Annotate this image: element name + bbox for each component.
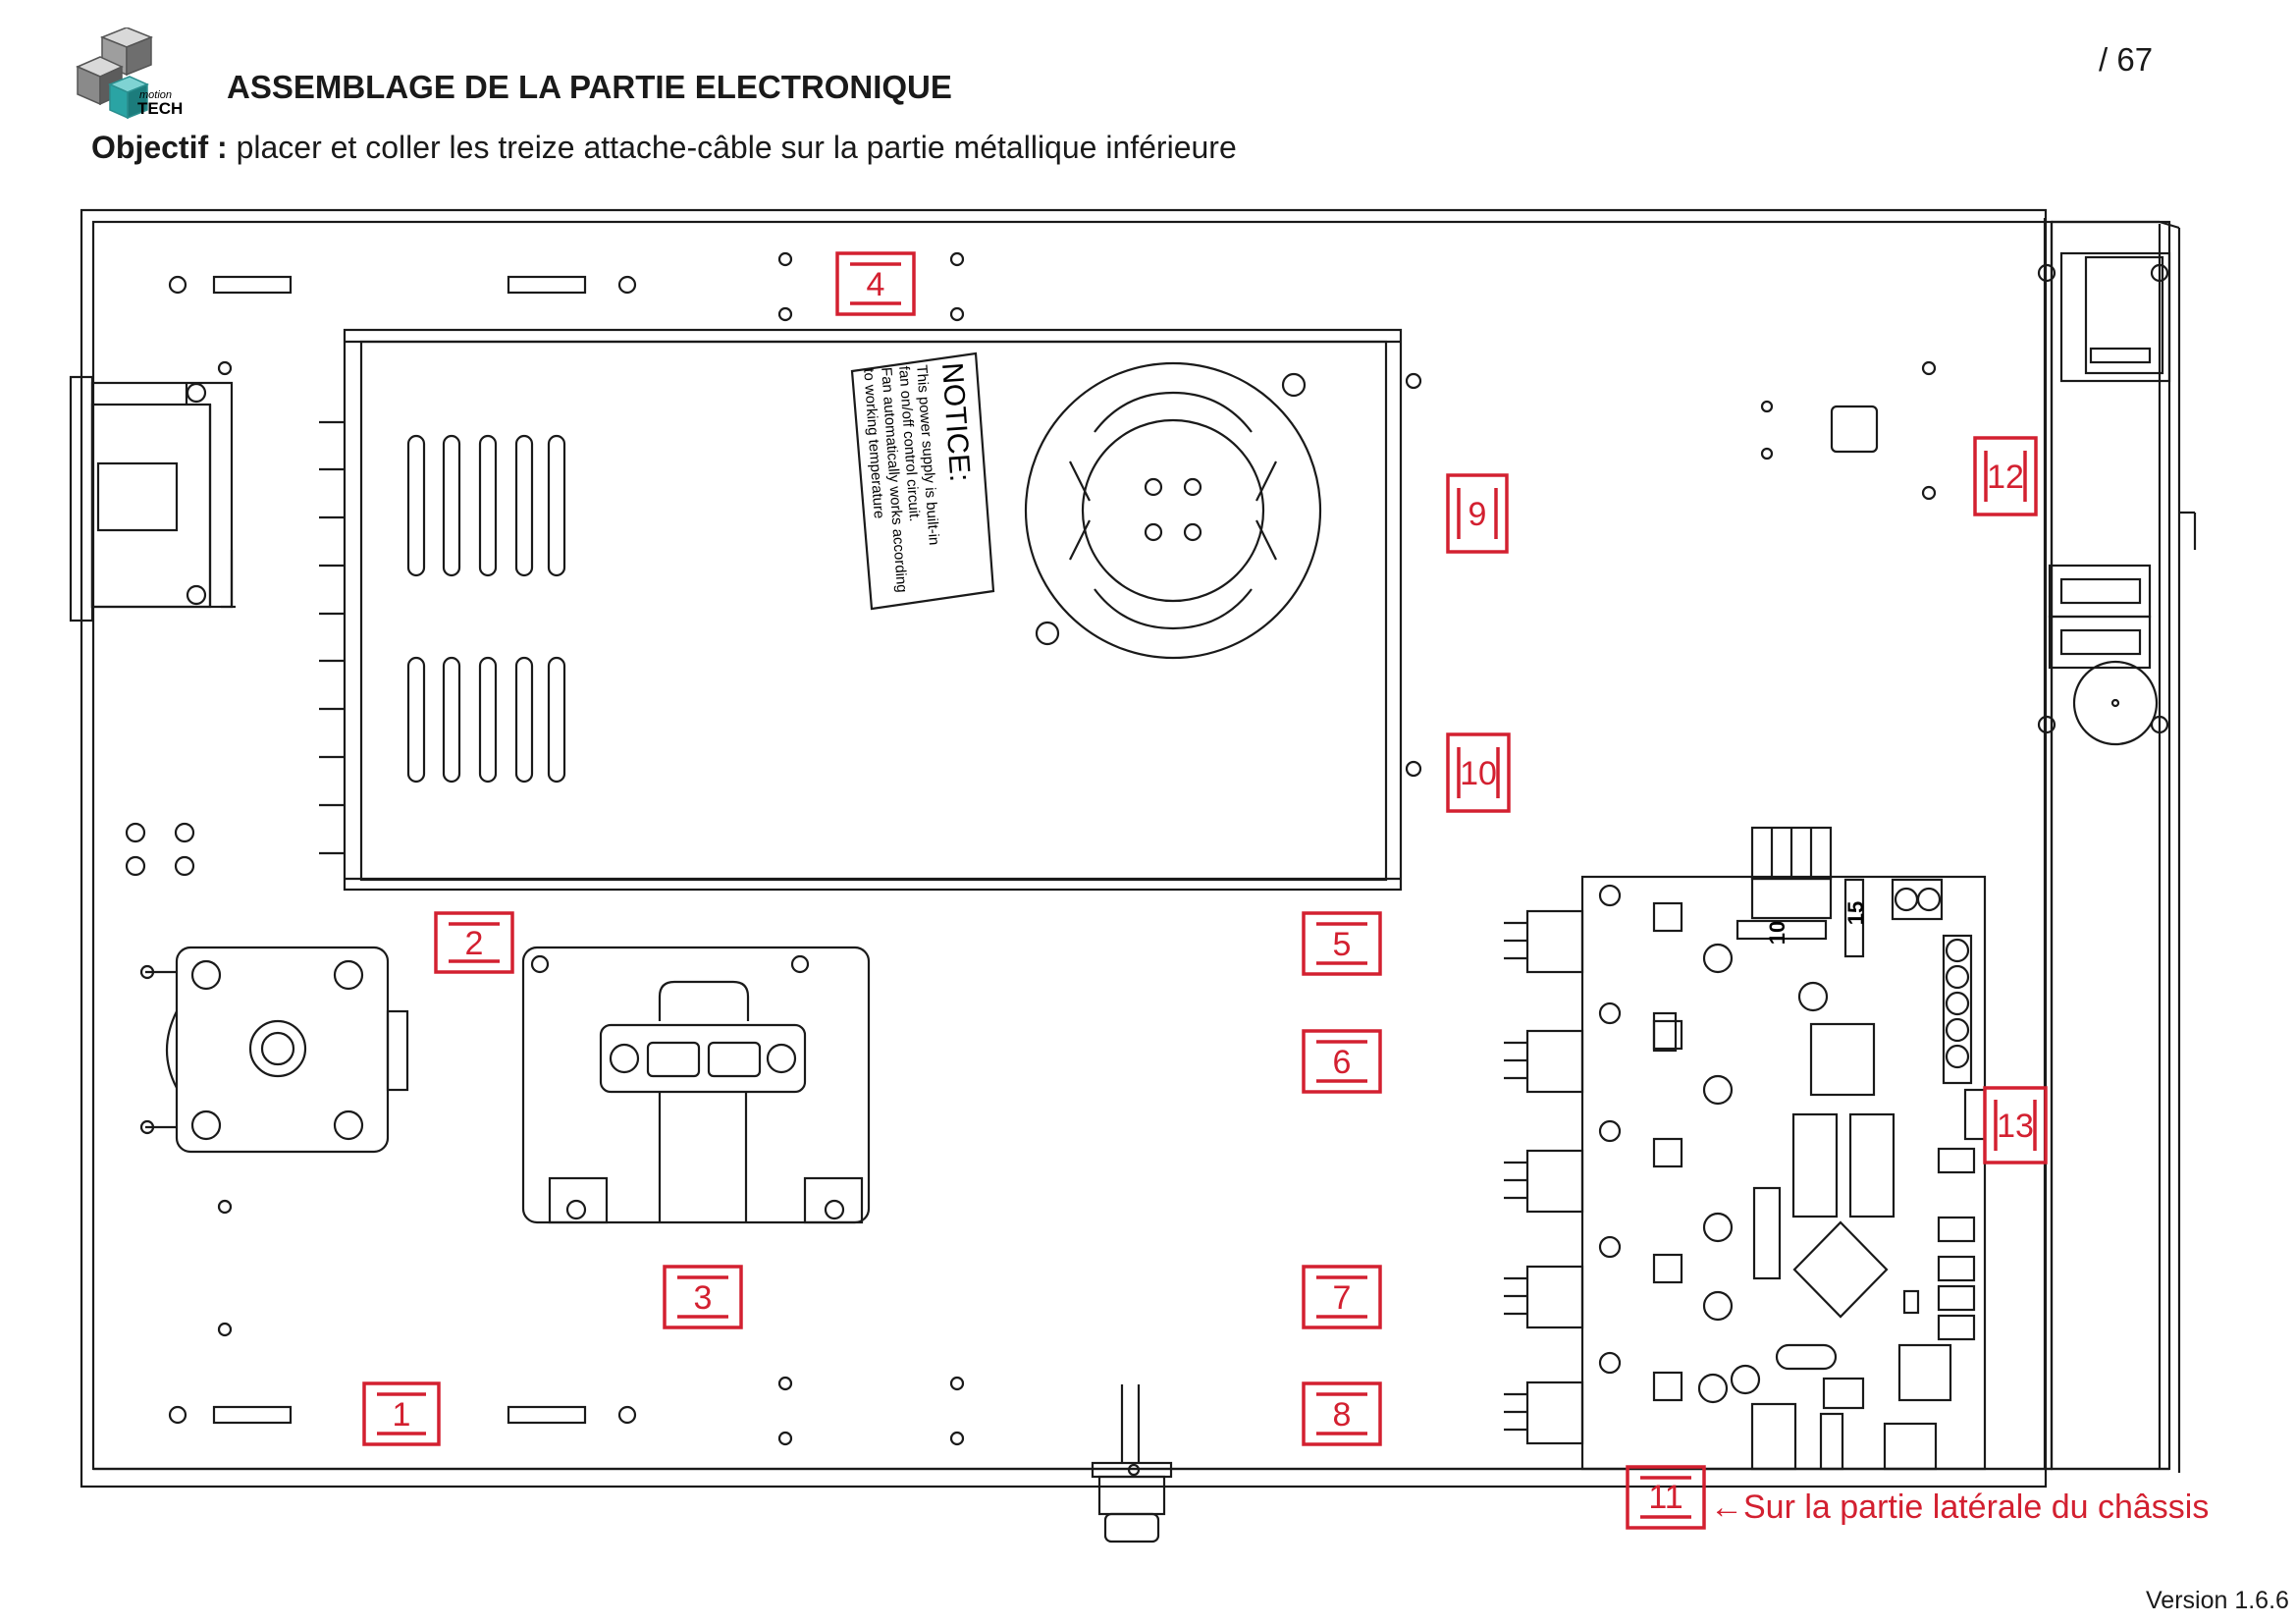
page-number: / 67	[2099, 41, 2154, 78]
slot	[212, 275, 293, 295]
objective-label: Objectif :	[91, 130, 228, 165]
document-title: ASSEMBLAGE DE LA PARTIE ELECTRONIQUE	[227, 69, 952, 105]
base-plate	[80, 208, 2048, 1489]
side-panel-components	[2037, 251, 2197, 746]
psu-notice-title: NOTICE:	[935, 361, 976, 483]
marker-box	[362, 1381, 441, 1446]
svg-text:motion: motion	[139, 89, 172, 101]
marker-7: 7	[1333, 1279, 1352, 1317]
power-supply-unit	[319, 328, 1403, 892]
controller-board	[1504, 826, 1987, 1471]
stepper-motor	[139, 946, 409, 1154]
fuse-15-label: 15	[1843, 901, 1868, 925]
fan	[1024, 361, 1322, 660]
bottom-fitting	[1091, 1384, 1173, 1543]
power-inlet	[69, 375, 236, 623]
svg-text:TECH: TECH	[137, 99, 183, 118]
marker-4: 4	[867, 266, 885, 303]
bracket-plate	[521, 946, 871, 1224]
marker-3: 3	[694, 1279, 713, 1317]
marker-6: 6	[1333, 1044, 1352, 1081]
side-chassis-note: ←Sur la partie latérale du châssis	[1710, 1489, 2209, 1526]
marker-13: 13	[1997, 1108, 2034, 1145]
marker-8: 8	[1333, 1396, 1352, 1434]
motion-tech-logo: motion TECH	[76, 27, 183, 120]
marker-2: 2	[465, 925, 484, 962]
marker-11: 11	[1648, 1479, 1682, 1516]
psu-notice-label: NOTICE: This power supply is built-in fa…	[860, 361, 976, 593]
objective-text: placer et coller les treize attache-câbl…	[236, 130, 1237, 165]
objective-line: Objectif : placer et coller les treize a…	[91, 130, 1237, 166]
marker-10: 10	[1460, 755, 1497, 792]
fuse-10-label: 10	[1765, 921, 1789, 945]
marker-12: 12	[1987, 459, 2024, 496]
marker-1: 1	[393, 1396, 411, 1434]
marker-9: 9	[1468, 496, 1487, 533]
marker-5: 5	[1333, 926, 1352, 963]
version-label: Version 1.6.6	[2146, 1587, 2289, 1614]
